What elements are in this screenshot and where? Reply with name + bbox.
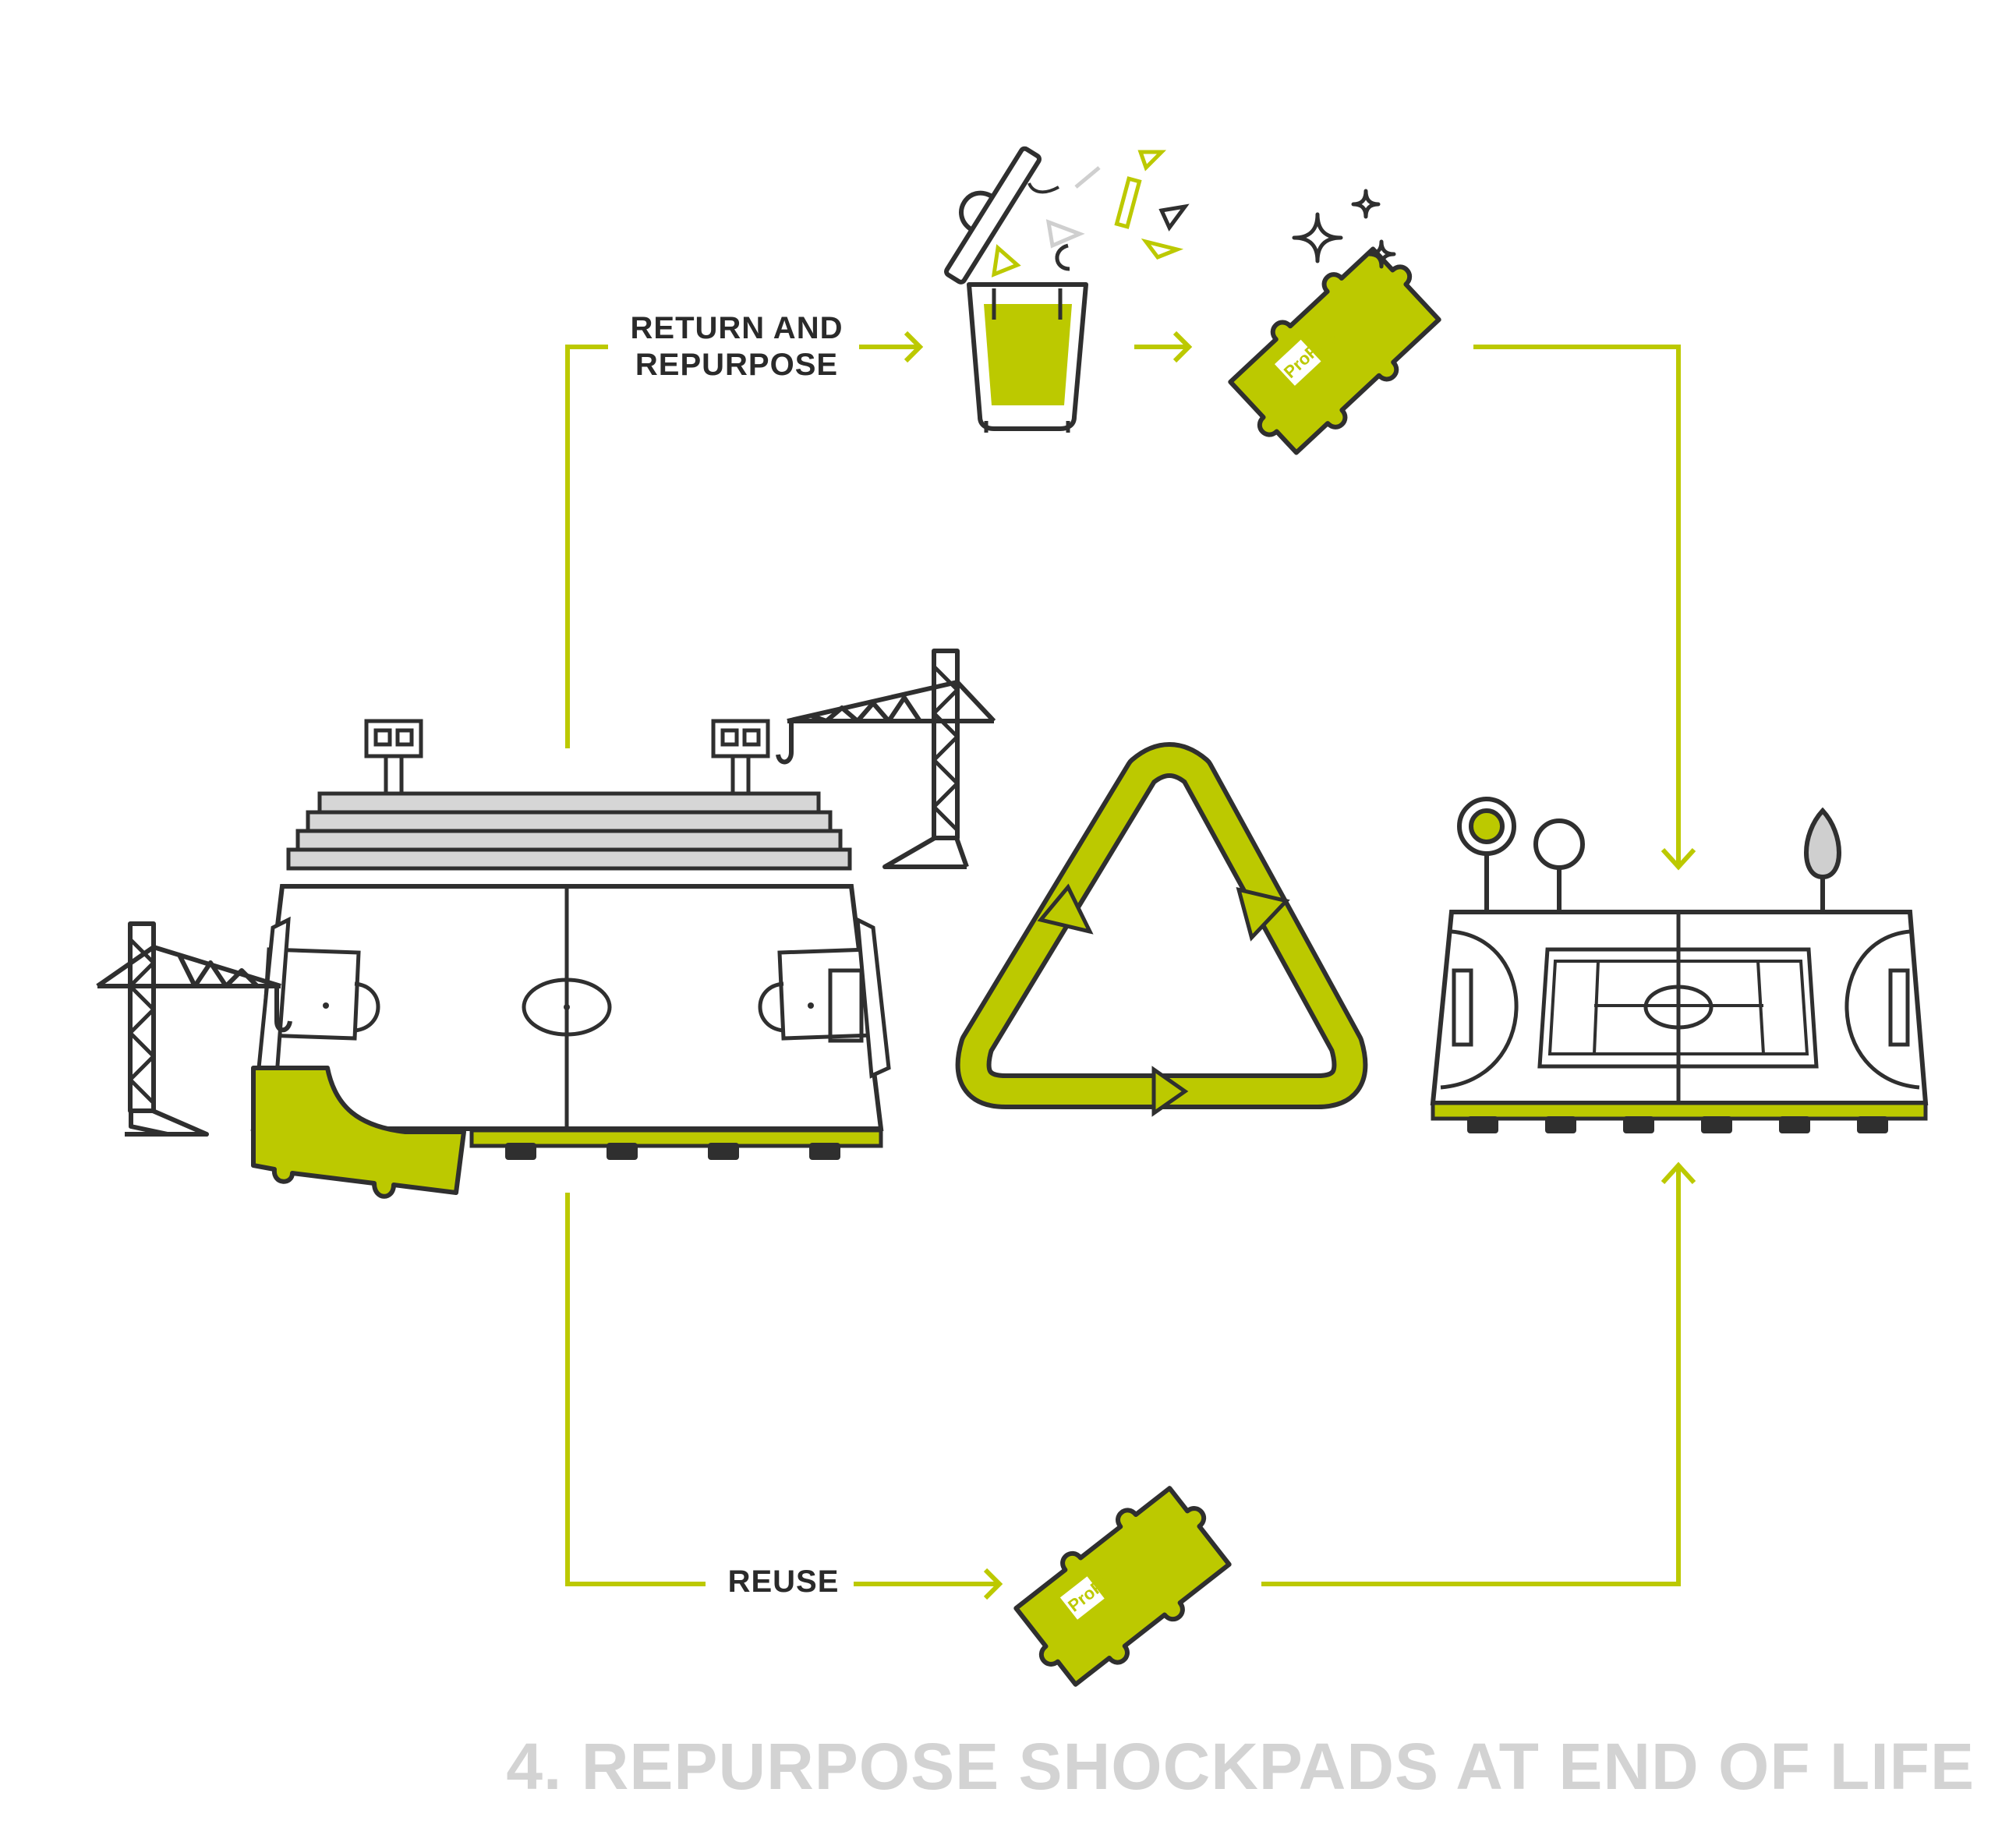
reuse-arrow-head bbox=[983, 1568, 1003, 1600]
debris-shape bbox=[1114, 176, 1142, 229]
recycling-triangle-icon bbox=[955, 742, 1368, 1117]
debris-shape bbox=[1045, 219, 1085, 249]
tree-icon bbox=[1804, 807, 1841, 914]
return-label-line1: RETURN AND bbox=[630, 311, 844, 345]
floodlight-icon bbox=[364, 719, 770, 794]
flow-lines bbox=[565, 331, 1696, 1600]
return-arrow-2-head bbox=[1172, 331, 1193, 363]
return-label-line2: REPURPOSE bbox=[635, 348, 839, 383]
debris-shape bbox=[1158, 203, 1190, 232]
sparkle-icon bbox=[1292, 189, 1396, 269]
debris-shape bbox=[1141, 238, 1184, 260]
up-arrow-head bbox=[1661, 1161, 1696, 1185]
reuse-path-left bbox=[565, 1193, 706, 1586]
reuse-path-right bbox=[1261, 1165, 1681, 1586]
reuse-label: REUSE bbox=[727, 1564, 840, 1599]
multi-sport-court-icon bbox=[1430, 797, 1929, 1133]
debris-shape bbox=[1055, 243, 1070, 271]
down-arrow-head bbox=[1661, 847, 1696, 871]
page-title: 4. REPURPOSE SHOCKPADS AT END OF LIFE bbox=[506, 1730, 1975, 1803]
return-path-right bbox=[1473, 345, 1681, 867]
stadium-construction-icon bbox=[250, 719, 891, 1199]
return-path-left bbox=[565, 345, 608, 748]
crane-icon bbox=[96, 651, 996, 1137]
return-and-repurpose-label: RETURN AND REPURPOSE bbox=[620, 310, 854, 384]
sign-icons bbox=[1457, 797, 1585, 914]
return-arrow-1-head bbox=[904, 331, 924, 363]
debris-shape bbox=[1074, 166, 1101, 189]
debris-shape bbox=[991, 244, 1021, 278]
shockpad-tile-icon: ProPlay bbox=[1215, 234, 1454, 467]
shockpad-tile-icon: ProPlay bbox=[1001, 1473, 1243, 1699]
debris-shape bbox=[1137, 150, 1167, 171]
recycle-bin-icon bbox=[944, 146, 1190, 433]
